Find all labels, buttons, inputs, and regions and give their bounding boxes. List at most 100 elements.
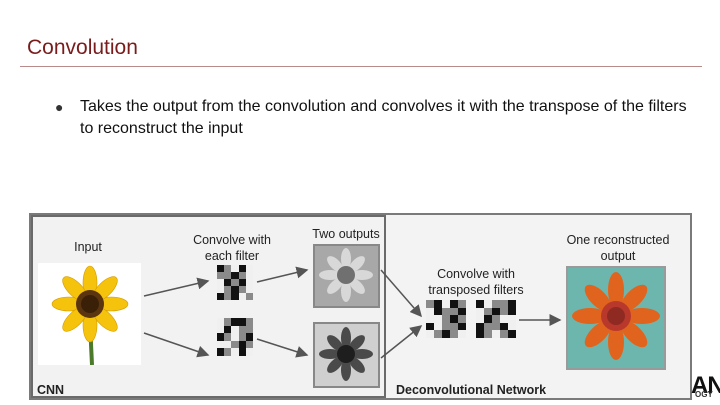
filter-cell xyxy=(500,307,508,316)
filter-cell xyxy=(458,315,466,323)
filter-cell xyxy=(484,300,492,308)
logo-subtext: OGY xyxy=(695,390,713,399)
filter-cell xyxy=(508,307,516,316)
filter-cell xyxy=(224,348,232,356)
filter-cell xyxy=(231,325,239,334)
filter-cell xyxy=(442,315,450,323)
filter-cell xyxy=(224,340,232,349)
filter-cell xyxy=(458,300,466,308)
filter-cell xyxy=(217,279,225,286)
filter-cell xyxy=(245,272,253,279)
filter-cell xyxy=(238,318,246,326)
filter-cell xyxy=(217,318,225,326)
filter-cell xyxy=(245,325,253,334)
filter-cell xyxy=(492,315,500,323)
filter-cell xyxy=(217,348,225,356)
filter-cell xyxy=(442,307,450,316)
filter-cell xyxy=(245,340,253,349)
reconstructed-output-image xyxy=(566,266,666,370)
logo: AN xyxy=(691,372,720,399)
filter-cell xyxy=(231,348,239,356)
filter-cell xyxy=(458,330,466,338)
filter-cell xyxy=(245,286,253,293)
filter-cell xyxy=(484,330,492,338)
output-2-image xyxy=(313,322,380,388)
filter-cell xyxy=(231,286,239,293)
filter-cell xyxy=(238,293,246,300)
convolve-transposed-label: Convolve with transposed filters xyxy=(428,267,524,297)
filter-cell xyxy=(238,325,246,334)
filter-cell xyxy=(426,322,434,331)
filter-cell xyxy=(217,333,225,341)
filter-cell xyxy=(224,293,232,300)
filter-cell xyxy=(224,265,232,272)
deconv-label: Deconvolutional Network xyxy=(396,383,547,397)
filter-cell xyxy=(492,330,500,338)
filter-cell xyxy=(238,348,246,356)
filter-cell xyxy=(434,307,442,316)
filter-cell xyxy=(434,330,442,338)
filter-cell xyxy=(231,293,239,300)
filter-cell xyxy=(217,286,225,293)
filter-cell xyxy=(442,322,450,331)
filter-cell xyxy=(508,330,516,338)
filter-cell xyxy=(484,315,492,323)
filter-cell xyxy=(231,265,239,272)
filter-cell xyxy=(434,315,442,323)
filter-cell xyxy=(500,315,508,323)
filter-cell xyxy=(508,315,516,323)
filter-cell xyxy=(492,300,500,308)
filter-cell xyxy=(231,272,239,279)
cnn-label: CNN xyxy=(37,383,65,397)
filter-cell xyxy=(442,300,450,308)
filter-cell xyxy=(458,322,466,331)
filter-cell xyxy=(231,279,239,286)
filter-cell xyxy=(224,325,232,334)
filter-cell xyxy=(476,307,484,316)
filter-cell xyxy=(484,307,492,316)
filter-cell xyxy=(500,300,508,308)
filter-cell xyxy=(476,330,484,338)
filter-cell xyxy=(450,300,458,308)
filter-cell xyxy=(238,272,246,279)
filter-cell xyxy=(476,315,484,323)
filter-cell xyxy=(238,265,246,272)
filter-cell xyxy=(238,333,246,341)
filter-cell xyxy=(450,322,458,331)
filter-cell xyxy=(238,279,246,286)
input-sunflower-image xyxy=(38,263,141,365)
filter-cell xyxy=(426,330,434,338)
slide-title: Convolution xyxy=(27,36,138,59)
two-outputs-label: Two outputs xyxy=(312,227,380,241)
reconstructed-label: One reconstructed output xyxy=(566,233,670,263)
filter-2 xyxy=(217,318,253,356)
cnn-panel xyxy=(31,215,386,398)
filter-cell xyxy=(217,272,225,279)
filter-cell xyxy=(245,333,253,341)
filter-cell xyxy=(458,307,466,316)
filter-cell xyxy=(434,300,442,308)
input-label: Input xyxy=(74,240,102,254)
bullet-text: Takes the output from the convolution an… xyxy=(80,98,687,137)
filter-cell xyxy=(450,307,458,316)
title-rule xyxy=(20,66,702,67)
bullet-item: ● Takes the output from the convolution … xyxy=(55,96,695,140)
filter-cell xyxy=(500,330,508,338)
filter-cell xyxy=(224,272,232,279)
filter-cell xyxy=(492,322,500,331)
filter-cell xyxy=(484,322,492,331)
filter-cell xyxy=(245,348,253,356)
filter-cell xyxy=(476,322,484,331)
filter-cell xyxy=(231,318,239,326)
filter-cell xyxy=(224,318,232,326)
filter-cell xyxy=(231,340,239,349)
filter-cell xyxy=(450,315,458,323)
transposed-filter-1 xyxy=(426,300,466,338)
filter-cell xyxy=(426,315,434,323)
filter-1 xyxy=(217,265,253,300)
filter-cell xyxy=(426,300,434,308)
filter-cell xyxy=(231,333,239,341)
filter-cell xyxy=(217,325,225,334)
filter-cell xyxy=(217,293,225,300)
